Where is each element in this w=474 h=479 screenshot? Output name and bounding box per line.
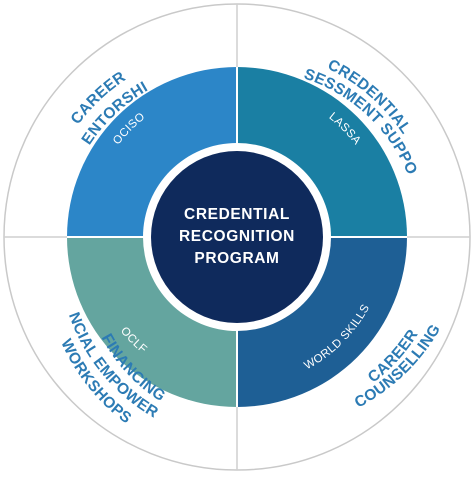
center-title-line3: PROGRAM (194, 250, 279, 267)
center-title-line1: CREDENTIAL (184, 206, 290, 223)
center-circle (151, 151, 323, 323)
center-title-line2: RECOGNITION (179, 228, 295, 245)
